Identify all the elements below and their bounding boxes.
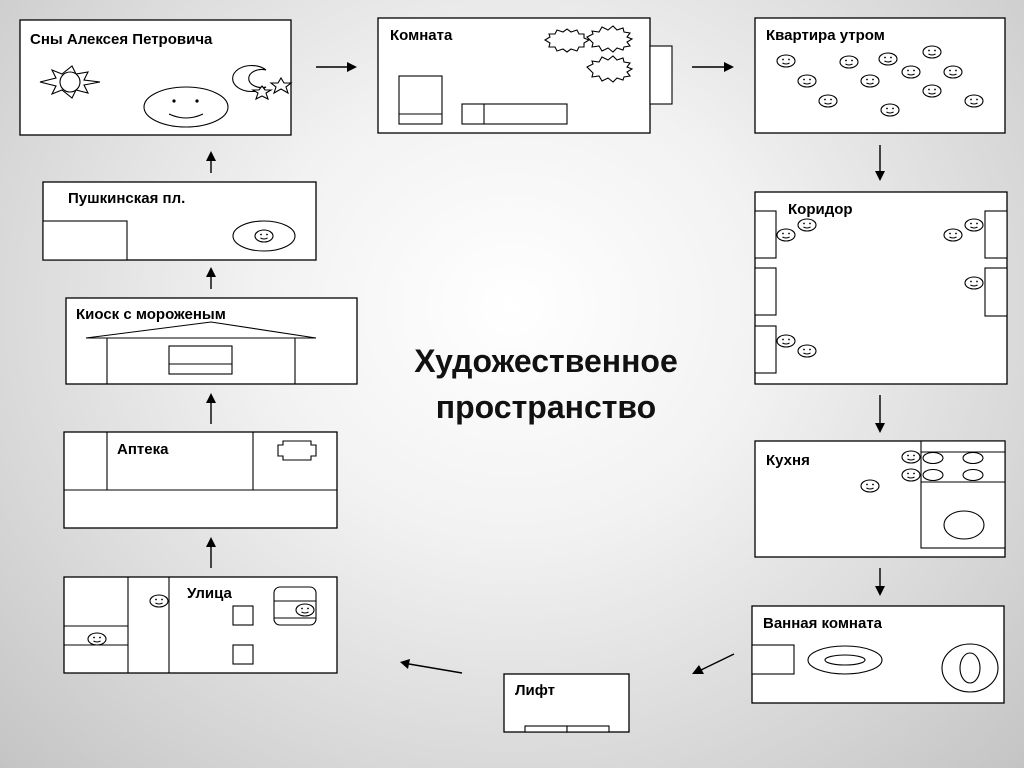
building-icon xyxy=(232,605,254,626)
door-icon xyxy=(984,267,1008,317)
smiley-face-icon xyxy=(797,74,817,88)
kiosk-icon xyxy=(85,321,317,384)
room-box-pharmacy: Аптека xyxy=(63,431,338,529)
room-box-kitchen: Кухня xyxy=(754,440,1006,558)
starburst-icon xyxy=(543,28,591,53)
sofa-icon xyxy=(461,103,568,125)
smiley-face-icon xyxy=(943,228,963,242)
smiley-face-icon xyxy=(901,450,921,464)
sun-icon xyxy=(39,65,101,99)
starburst-icon xyxy=(586,55,634,83)
sink-icon xyxy=(751,644,795,675)
smiley-face-icon xyxy=(964,94,984,108)
smiley-face-icon xyxy=(880,103,900,117)
smiley-face-icon xyxy=(878,52,898,66)
smiley-face-icon xyxy=(964,218,984,232)
arrow-corridor-to-kitchen xyxy=(875,395,885,433)
star-icon xyxy=(269,76,293,95)
arrow-room-to-apartment xyxy=(692,62,734,72)
room-box-street: Улица xyxy=(63,576,338,674)
arrow-pharmacy-to-kiosk xyxy=(206,393,216,424)
smiley-face-icon xyxy=(776,54,796,68)
arrow-street-to-pharmacy xyxy=(206,537,216,568)
label-square: Пушкинская пл. xyxy=(68,190,185,207)
label-pharmacy: Аптека xyxy=(117,441,169,458)
room-box-corridor: Коридор xyxy=(754,191,1008,385)
building-icon xyxy=(232,644,254,665)
room-box-room: Комната xyxy=(377,17,673,134)
smiley-face-icon xyxy=(87,632,107,646)
arrow-square-to-dreams xyxy=(206,151,216,173)
smiley-face-icon xyxy=(901,65,921,79)
label-apartment: Квартира утром xyxy=(766,27,885,44)
label-corridor: Коридор xyxy=(788,201,853,218)
smiley-face-icon xyxy=(839,55,859,69)
smiley-face-icon xyxy=(922,84,942,98)
arrow-dreams-to-room xyxy=(316,62,357,72)
starburst-icon xyxy=(586,25,634,53)
door-icon xyxy=(754,267,777,316)
smiley-face-icon xyxy=(797,344,817,358)
smiley-face-icon xyxy=(776,228,796,242)
room-box-apartment: Квартира утром xyxy=(754,17,1006,134)
room-box-kiosk: Киоск с мороженым xyxy=(65,297,358,385)
arrow-apartment-to-corridor xyxy=(875,145,885,181)
bathtub-icon xyxy=(807,645,883,675)
label-bathroom: Ванная комната xyxy=(763,615,883,632)
door-icon xyxy=(754,210,777,259)
door-icon xyxy=(984,210,1008,259)
label-room: Комната xyxy=(390,27,453,44)
room-box-elevator: Лифт xyxy=(503,673,630,733)
stove-icon xyxy=(920,440,1006,549)
smiley-face-icon xyxy=(943,65,963,79)
smiley-face-icon xyxy=(818,94,838,108)
arrow-kitchen-to-bathroom xyxy=(875,568,885,596)
bed-icon xyxy=(398,75,443,125)
label-kiosk: Киоск с мороженым xyxy=(76,306,226,323)
room-box-square: Пушкинская пл. xyxy=(42,181,317,261)
smiley-face-icon xyxy=(295,603,315,617)
room-box-dreams: Сны Алексея Петровича xyxy=(19,19,293,136)
moon-face-icon xyxy=(143,86,229,128)
label-dreams: Сны Алексея Петровича xyxy=(30,31,213,48)
room-box-bathroom: Ванная комната xyxy=(751,605,1005,704)
smiley-face-icon xyxy=(860,479,880,493)
smiley-face-icon xyxy=(254,229,274,243)
door-icon xyxy=(754,325,777,374)
star-icon xyxy=(251,85,273,101)
label-elevator: Лифт xyxy=(515,682,555,699)
arrow-kiosk-to-square xyxy=(206,267,216,289)
toilet-icon xyxy=(941,643,999,693)
smiley-face-icon xyxy=(922,45,942,59)
smiley-face-icon xyxy=(149,594,169,608)
label-street: Улица xyxy=(187,585,233,602)
arrow-bathroom-to-elevator xyxy=(692,653,735,674)
smiley-face-icon xyxy=(776,334,796,348)
title-line-2: пространство xyxy=(436,389,656,425)
pharmacy-sign-icon xyxy=(277,440,317,461)
arrow-elevator-to-street xyxy=(400,659,463,674)
label-kitchen: Кухня xyxy=(766,452,810,469)
smiley-face-icon xyxy=(860,74,880,88)
smiley-face-icon xyxy=(901,468,921,482)
title-line-1: Художественное xyxy=(414,343,678,379)
smiley-face-icon xyxy=(797,218,817,232)
smiley-face-icon xyxy=(964,276,984,290)
